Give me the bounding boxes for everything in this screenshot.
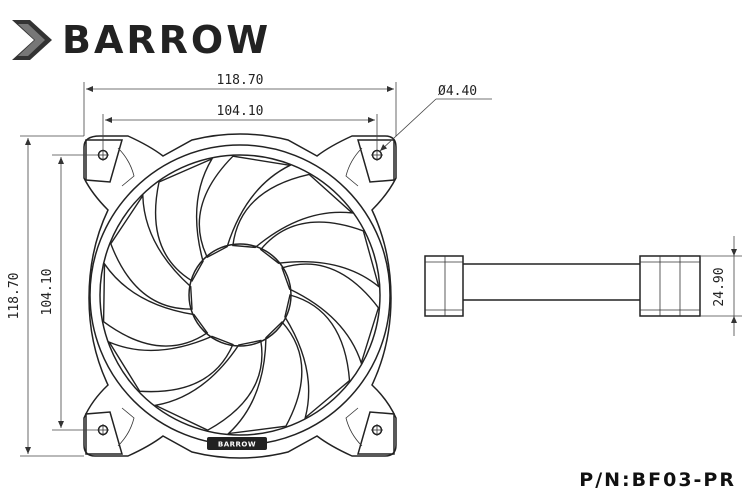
dimension-outer-height: 118.70: [7, 135, 84, 457]
mounting-hole-bottom-left: [97, 424, 109, 436]
fan-blade: [153, 339, 263, 431]
fan-side-view: [424, 255, 701, 317]
dim-hole-diameter-label: Ø4.40: [438, 84, 477, 99]
fan-front-view: BARROW: [83, 133, 397, 459]
mounting-hole-top-right: [371, 149, 383, 161]
brand-badge: BARROW: [207, 437, 267, 450]
dimension-hole-spacing-height: 104.10: [40, 154, 98, 431]
fan-blade: [232, 173, 355, 249]
fan-blade: [107, 335, 234, 393]
dimension-outer-width: 118.70: [83, 73, 397, 136]
fan-frame: [83, 133, 397, 459]
fan-blade: [198, 155, 293, 259]
brand-logo: BARROW: [12, 18, 271, 62]
dim-thickness-label: 24.90: [712, 267, 727, 306]
brand-name: BARROW: [62, 18, 271, 62]
dimension-hole-diameter: Ø4.40: [379, 84, 492, 152]
mounting-hole-bottom-right: [371, 424, 383, 436]
fan-blade: [110, 193, 193, 310]
fan-blade: [102, 261, 209, 347]
fan-hub: [188, 243, 292, 347]
part-number: P/N:BF03-PR: [579, 469, 736, 491]
fan-blades: [102, 155, 381, 435]
dim-outer-height-label: 118.70: [7, 273, 22, 320]
fan-blade: [259, 221, 381, 289]
dim-outer-width-label: 118.70: [217, 73, 264, 88]
dimension-thickness: 24.90: [700, 236, 742, 336]
dim-hole-spacing-height-label: 104.10: [40, 269, 55, 316]
dim-hole-spacing-width-label: 104.10: [217, 104, 264, 119]
logo-chevron-icon: [12, 20, 52, 60]
fan-blade: [154, 157, 214, 282]
mounting-hole-top-left: [97, 149, 109, 161]
fan-blade: [226, 321, 303, 435]
fan-blade: [284, 294, 351, 420]
badge-text: BARROW: [218, 441, 256, 449]
dimension-hole-spacing-width: 104.10: [102, 104, 378, 150]
fan-inner-ring: [99, 154, 381, 436]
fan-blade: [281, 263, 380, 366]
